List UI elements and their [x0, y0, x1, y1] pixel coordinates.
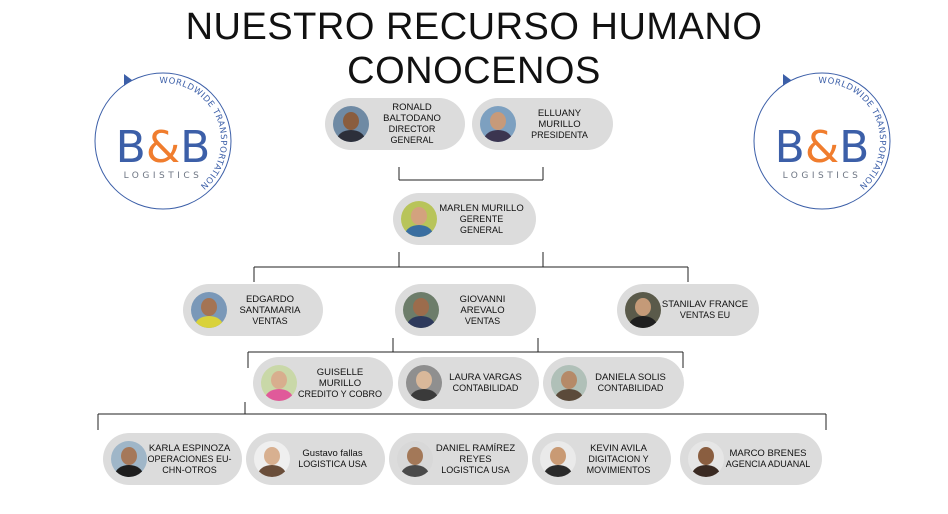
person-role: LOGISTICA USA	[441, 464, 510, 475]
avatar	[403, 292, 439, 328]
avatar	[333, 106, 369, 142]
person-role: LOGISTICA USA	[298, 459, 367, 469]
avatar	[261, 365, 297, 401]
person-role: GERENTE GENERAL	[459, 213, 504, 235]
avatar	[625, 292, 661, 328]
person-role: VENTAS	[252, 315, 288, 326]
person-role: DIGITACION Y MOVIMIENTOS	[586, 453, 651, 475]
person-role: CREDITO Y COBRO	[297, 388, 383, 399]
page-subtitle: CONOCENOS	[347, 50, 601, 92]
svg-text:B&B: B&B	[775, 122, 870, 173]
person-role: VENTAS EU	[679, 310, 731, 320]
person-name: DANIELA SOLIS	[595, 372, 666, 383]
person-role: AGENCIA ADUANAL	[725, 459, 811, 469]
svg-text:B&B: B&B	[116, 122, 211, 173]
person-name: MARLEN MURILLO	[439, 202, 524, 214]
page-title: NUESTRO RECURSO HUMANO	[185, 6, 763, 48]
person-name: KEVIN AVILA	[590, 442, 647, 454]
person-name: ELLUANY MURILLO	[537, 107, 582, 130]
person-name: EDGARDO SANTAMARIA	[239, 293, 301, 316]
person-role: OPERACIONES EU-CHN-OTROS	[147, 453, 232, 475]
person-name: MARCO BRENES	[729, 448, 807, 459]
avatar	[401, 201, 437, 237]
person-name: Gustavo fallas	[302, 448, 363, 459]
person-name: RONALD BALTODANO	[383, 102, 441, 124]
logo-sub-text: LOGISTICS	[124, 171, 203, 181]
person-name: GIOVANNI AREVALO	[459, 293, 506, 316]
avatar	[111, 441, 147, 477]
person-role: CONTABILIDAD	[452, 383, 519, 393]
person-name: GUISELLE MURILLO	[316, 366, 364, 389]
person-role: CONTABILIDAD	[597, 383, 664, 393]
avatar	[540, 441, 576, 477]
person-name: DANIEL RAMÍREZ REYES	[435, 442, 516, 465]
avatar	[688, 441, 724, 477]
logo-sub-text: LOGISTICS	[783, 171, 862, 181]
person-name: LAURA VARGAS	[449, 372, 522, 383]
avatar	[191, 292, 227, 328]
person-role: DIRECTOR GENERAL	[388, 124, 436, 145]
person-role: PRESIDENTA	[531, 129, 588, 140]
avatar	[406, 365, 442, 401]
avatar	[480, 106, 516, 142]
avatar	[551, 365, 587, 401]
bb-logistics-logo-right: WORLDWIDE TRANSPORTATION B&B LOGISTICS	[747, 66, 897, 216]
avatar	[397, 441, 433, 477]
person-role: VENTAS	[464, 315, 501, 326]
bb-logistics-logo-left: WORLDWIDE TRANSPORTATION B&B LOGISTICS	[88, 66, 238, 216]
person-name: STANILAV FRANCE	[661, 299, 749, 310]
person-name: KARLA ESPINOZA	[148, 442, 231, 454]
avatar	[254, 441, 290, 477]
